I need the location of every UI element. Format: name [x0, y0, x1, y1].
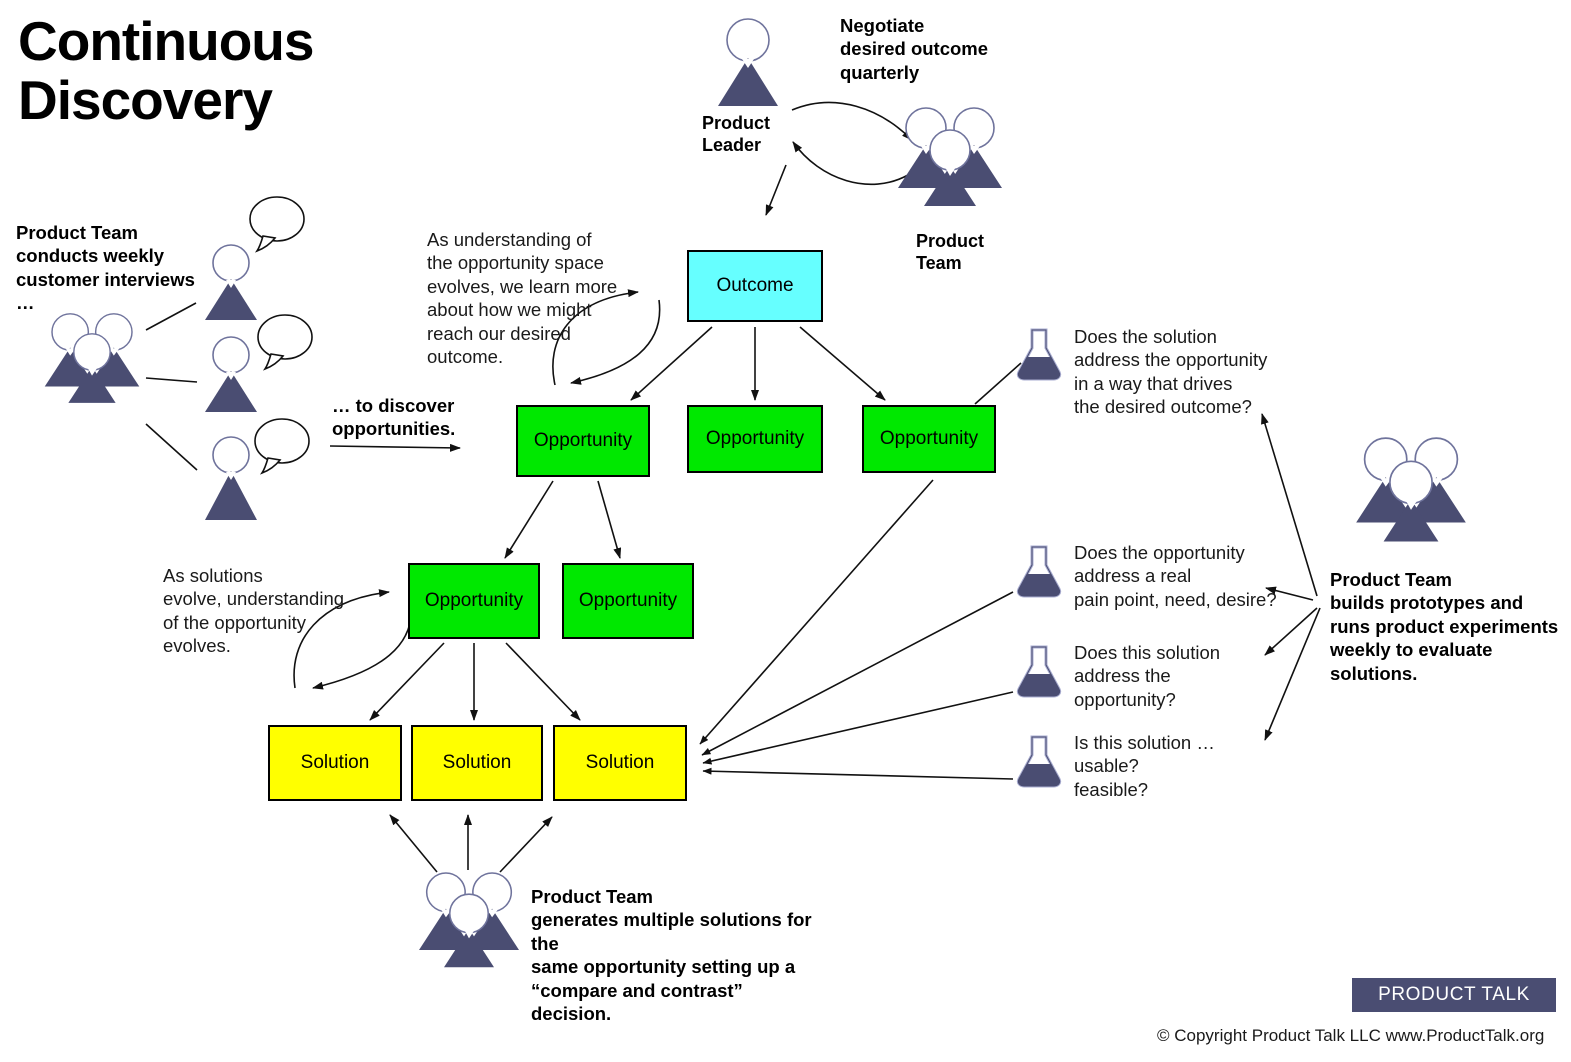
prototypes-annotation: Product Team builds prototypes and runs … — [1330, 569, 1559, 684]
wire-outcome-opp3 — [799, 326, 886, 401]
interviewing-team-group-icon — [40, 312, 144, 412]
node-opportunity-1-label: Opportunity — [533, 430, 633, 451]
wire-discover-arrow — [329, 443, 461, 452]
node-solution-1-label: Solution — [300, 752, 370, 773]
product-talk-badge[interactable]: PRODUCT TALK — [1352, 978, 1556, 1012]
wire-outcome-opp1 — [630, 326, 713, 401]
product-team-right-group-icon — [1355, 436, 1467, 552]
interviews-annotation: Product Team conducts weekly customer in… — [16, 222, 195, 314]
node-opportunity-4[interactable]: Opportunity — [408, 563, 540, 639]
wire-flask3-sol3 — [702, 691, 1014, 765]
opportunity-space-annotation: As understanding of the opportunity spac… — [427, 229, 618, 368]
wire-leader-to-outcome — [765, 164, 787, 216]
wire-leader-to-team — [791, 101, 913, 141]
wire-team-to-leader — [792, 141, 909, 186]
node-opportunity-2[interactable]: Opportunity — [687, 405, 823, 473]
node-opportunity-5[interactable]: Opportunity — [562, 563, 694, 639]
wire-opp3-sol3 — [699, 479, 934, 745]
copyright-text: © Copyright Product Talk LLC www.Product… — [1157, 1026, 1545, 1045]
question-text-1: Does the solution address the opportunit… — [1074, 326, 1268, 418]
node-opportunity-3[interactable]: Opportunity — [862, 405, 996, 473]
node-outcome-label: Outcome — [716, 275, 794, 296]
node-solution-2-label: Solution — [442, 752, 512, 773]
wire-bteam-sol1 — [389, 814, 438, 873]
node-opportunity-1[interactable]: Opportunity — [516, 405, 650, 477]
product-team-top-group-icon — [898, 106, 1002, 216]
product-leader-label: Product Leader — [702, 113, 771, 155]
wire-bteam-sol3 — [499, 816, 553, 873]
wire-opp1-opp5 — [597, 480, 622, 559]
negotiate-annotation: Negotiate desired outcome quarterly — [840, 15, 989, 83]
node-solution-3-label: Solution — [585, 752, 655, 773]
question-text-2: Does the opportunity address a real pain… — [1074, 542, 1277, 610]
flask-icon-3 — [1014, 643, 1064, 699]
product-talk-badge-label: PRODUCT TALK — [1378, 984, 1530, 1005]
page-title: Continuous Discovery — [18, 10, 314, 132]
discover-annotation: … to discover opportunities. — [332, 395, 456, 440]
question-text-3: Does this solution address the opportuni… — [1074, 642, 1221, 710]
flask-icon-2 — [1014, 543, 1064, 599]
node-opportunity-3-label: Opportunity — [879, 428, 979, 449]
speech-bubble-icon-2 — [253, 314, 315, 372]
customer-person-icon-3 — [200, 436, 262, 522]
speech-bubble-icon-1 — [245, 196, 307, 254]
wire-team-customer3 — [145, 423, 198, 471]
flask-icon-1 — [1014, 326, 1064, 382]
wire-flask4-sol3 — [702, 767, 1014, 780]
speech-bubble-icon-3 — [250, 418, 312, 476]
solutions-evolve-annotation: As solutions evolve, understanding of th… — [163, 565, 345, 657]
node-outcome[interactable]: Outcome — [687, 250, 823, 322]
node-solution-1[interactable]: Solution — [268, 725, 402, 801]
product-leader-person-icon — [712, 18, 808, 108]
product-team-top-label: Product Team — [916, 231, 985, 273]
wire-opp4-sol3 — [505, 642, 581, 721]
customer-person-icon-1 — [200, 244, 262, 322]
node-opportunity-2-label: Opportunity — [705, 428, 805, 449]
product-team-bottom-group-icon — [419, 868, 519, 980]
node-solution-3[interactable]: Solution — [553, 725, 687, 801]
customer-person-icon-2 — [200, 336, 262, 414]
flask-icon-4 — [1014, 733, 1064, 789]
generate-solutions-annotation: Product Team generates multiple solution… — [531, 886, 812, 1025]
wire-opp4-sol1 — [369, 642, 445, 721]
wire-flask2-sol3 — [701, 591, 1014, 756]
node-solution-2[interactable]: Solution — [411, 725, 543, 801]
node-opportunity-5-label: Opportunity — [578, 590, 678, 611]
wire-team-customer2 — [145, 377, 198, 383]
node-opportunity-4-label: Opportunity — [424, 590, 524, 611]
question-text-4: Is this solution … usable? feasible? — [1074, 732, 1215, 800]
wire-opp1-opp4 — [504, 480, 554, 559]
